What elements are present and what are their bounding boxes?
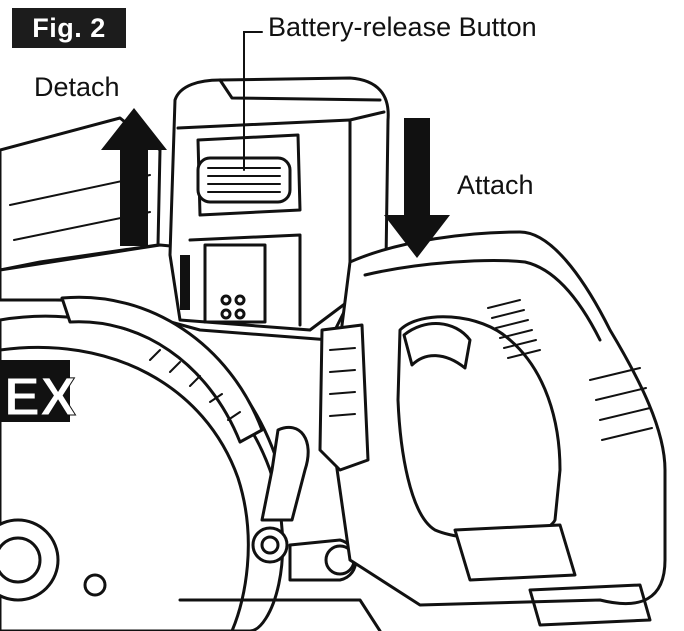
rail-column-slots — [329, 347, 356, 417]
handle-top-contour — [363, 259, 602, 342]
battery-inner-panel — [188, 233, 302, 327]
depth-lever — [260, 426, 310, 522]
attach-arrow — [384, 118, 450, 258]
handle-lower-block — [453, 523, 577, 582]
lever-knob — [251, 526, 289, 564]
detach-arrow — [101, 108, 167, 246]
handle-ribs — [589, 367, 653, 441]
bevel-scale-ticks — [149, 349, 241, 421]
figure-badge: Fig. 2 — [12, 8, 126, 48]
bevel-scale-band — [60, 295, 264, 444]
handle-foot — [528, 583, 652, 627]
battery-release-button-label: Battery-release Button — [268, 12, 537, 42]
contact-dot-2 — [234, 294, 246, 306]
lower-base-line — [178, 598, 382, 631]
contact-dot-3 — [220, 308, 232, 320]
arbor-bolt — [83, 573, 107, 597]
blade-guard-inner-arc — [0, 345, 250, 631]
brand-plate-shadow — [0, 360, 70, 422]
battery-top-edge — [218, 78, 382, 102]
contact-dot-1 — [220, 294, 232, 306]
trigger — [402, 322, 472, 370]
trigger-opening — [396, 315, 562, 541]
grip-ribs — [487, 299, 541, 359]
side-indicator-strip — [180, 255, 190, 310]
arbor-hub — [0, 518, 60, 602]
lever-knob-inner — [260, 535, 280, 555]
battery-rail-column — [318, 323, 370, 472]
contact-dot-4 — [234, 308, 246, 320]
callout-leader-line — [243, 31, 263, 171]
brand-text: EX — [4, 367, 76, 427]
battery-contact-block — [203, 243, 267, 324]
attach-label: Attach — [457, 170, 534, 200]
detach-label: Detach — [34, 72, 120, 102]
arbor-hub-inner — [0, 536, 42, 584]
battery-side-edge — [348, 110, 386, 122]
